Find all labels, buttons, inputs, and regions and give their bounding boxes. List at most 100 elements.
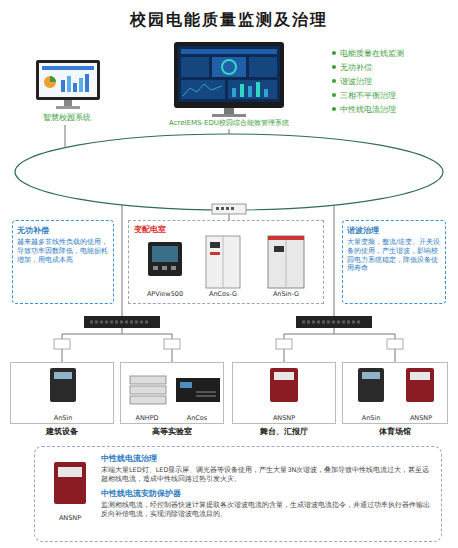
ancos-cabinet [206,236,240,288]
node-heading: 建筑设备 [5,426,119,437]
network-switch [216,207,219,210]
computer-monitor [222,60,236,74]
bullet-dot [332,93,336,97]
network-ring [15,134,443,210]
ansnp-device [406,368,434,402]
computer-monitor [174,42,284,117]
device-node: APView500 [140,234,190,298]
network-switch [212,204,246,214]
network-wire [62,328,172,362]
node-heading: ANSNP [59,514,81,522]
load-box: 舞台、汇报厅ANSNP [232,362,336,424]
node-heading: 谐波治理 [347,225,441,236]
computer-monitor [42,66,94,70]
network-wire [65,125,66,148]
ancos-device [176,378,220,402]
node-heading: AnSin-G [273,290,299,298]
network-switch [221,207,224,210]
node-heading: 中性线电流治理 [101,453,431,464]
apview-device [153,266,158,270]
ancos-cabinet [210,242,220,248]
ansnp-device [54,368,434,504]
ancos-cabinet [206,236,240,288]
monitor-node: 智慧校园系统 [22,55,112,123]
ansin-cabinet [286,240,287,288]
ancos-device [196,392,216,396]
power-meter [387,339,403,349]
node-body: 大量变频，整流/逆变、开关设备的使用，产生谐波，影响校园电力系统稳定，降低设备使… [347,238,441,273]
power-meter [54,339,70,349]
ansnp-device [54,462,86,504]
ansnp-device [274,372,294,380]
ansin-device [50,368,384,402]
ancos-device [180,382,192,388]
computer-monitor [228,80,277,99]
device-node: AnCos-G [198,232,248,298]
node-heading: ANSNP [273,414,295,422]
device-node: ANSNP [262,366,306,422]
bullet-label: 三相不平衡治理 [340,90,396,101]
node-heading: APView500 [147,290,183,298]
bullet-dot [332,51,336,55]
network-switch [231,207,234,210]
network-switch [90,321,362,324]
ansin-device [50,368,76,402]
ansin-device [362,372,380,379]
computer-monitor [44,76,56,88]
ansin-cabinet [268,236,304,288]
node-heading: ANSNP [410,414,432,422]
computer-monitor [56,106,80,109]
anhpd-device [130,376,166,404]
computer-monitor [212,57,246,77]
device-node: ANSNP [398,366,444,422]
info-box: 中性线电流治理末端大量LED灯、LED显示屏、调光器等设备使用，产生大量3N次谐… [34,446,442,542]
node-heading: ANHPD [135,414,158,422]
network-switch [226,207,229,210]
computer-monitor [64,100,72,106]
computer-monitor [36,60,100,109]
node-heading: 中性线电流安防保护器 [101,488,431,499]
power-meter [54,339,403,349]
computer-monitor [73,83,77,92]
bullet-dot [332,107,336,111]
computer-monitor [39,63,97,97]
computer-monitor [181,49,277,54]
network-wire [62,125,395,362]
callout-box: 谐波治理大量变频，整流/逆变、开关设备的使用，产生谐波，影响校园电力系统稳定，降… [342,220,446,304]
computer-monitor [264,89,268,97]
node-heading: AnCos-G [209,290,237,298]
ansnp-device [58,467,82,477]
bullet-dot [332,51,336,111]
node-heading: 高等实验室 [115,426,229,437]
network-switch [84,204,372,328]
apview-device [171,266,176,270]
diagram-title: 校园电能质量监测及治理 [0,10,458,31]
bullet-label: 无功补偿 [340,62,372,73]
device-node: AnSin [40,366,86,422]
anhpd-device [130,386,166,394]
load-box: 建筑设备AnSin [10,362,114,424]
node-heading: AnSin [362,414,381,422]
device-node: AnSin-G [258,232,314,298]
node-body: 监测相线电流，经控制器快速计算提取各次谐波电流的含量，生成谐波电流指令，并通过功… [101,501,431,519]
computer-monitor [36,60,100,100]
bullet-dot [332,79,336,83]
network-wire [334,205,335,316]
computer-monitor [249,57,277,77]
ancos-cabinet [223,236,224,288]
node-heading: 无功补偿 [17,225,109,236]
node-heading: 体育场馆 [337,426,453,437]
computer-monitor [50,76,56,82]
apview-device [162,266,167,270]
computer-monitor [79,78,83,92]
computer-monitor [256,82,260,97]
computer-monitor [240,84,244,97]
node-body: 末端大量LED灯、LED显示屏、调光器等设备使用，产生大量3N次谐波，叠加导致中… [101,466,431,484]
monitor-node: AcrelEMS-EDU校园综合能效管理系统 [134,40,324,128]
callout-box: 无功补偿越来越多非线性负载的使用，导致功率因数降低，电能损耗增加，用电成本高 [12,220,114,304]
node-heading: 舞台、汇报厅 [227,426,341,437]
computer-monitor [178,46,280,102]
computer-monitor [212,114,246,117]
